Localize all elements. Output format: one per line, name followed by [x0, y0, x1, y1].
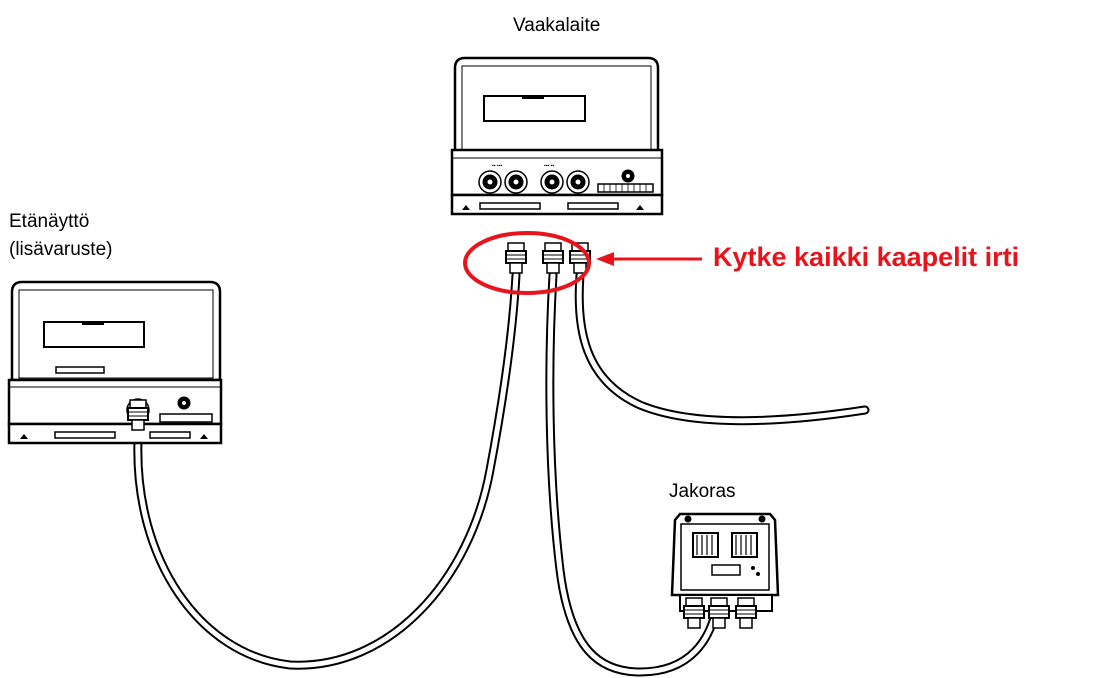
remote-display-label: Etänäyttö [9, 211, 90, 232]
cables [133, 270, 870, 677]
cable-external [574, 270, 870, 426]
junction-box-label: Jakoras [669, 481, 736, 502]
cable-junction-box [545, 270, 723, 677]
disconnect-highlight [463, 231, 702, 295]
remote-display-sublabel: (lisävaruste) [9, 239, 113, 260]
disconnect-warning: Kytke kaikki kaapelit irti [713, 242, 1020, 272]
cable-remote-display [133, 270, 521, 670]
weighing-unit: ▪▪ ▪▪▪ ▪▪▪ ▪▪ [450, 56, 664, 216]
svg-text:▪▪▪ ▪▪: ▪▪▪ ▪▪ [544, 163, 554, 169]
junction-box-unit [670, 512, 780, 629]
remote-display-unit [7, 280, 223, 445]
main-unit-label: Vaakalaite [513, 15, 601, 36]
svg-text:▪▪ ▪▪▪: ▪▪ ▪▪▪ [492, 163, 502, 169]
